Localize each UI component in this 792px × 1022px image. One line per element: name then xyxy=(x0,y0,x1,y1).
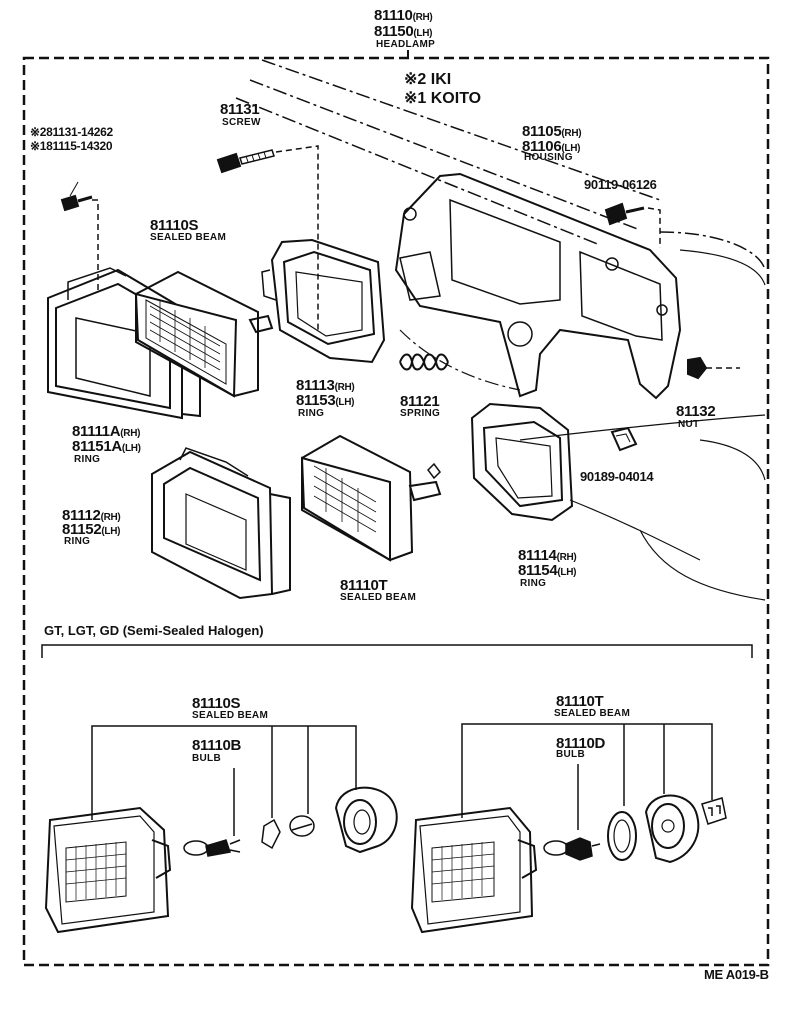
right-bulb-number: 81110D xyxy=(556,735,606,752)
ring-113-name: RING xyxy=(298,408,325,419)
rh-side: (RH) xyxy=(412,12,433,23)
maker-iki: ※2 IKI xyxy=(404,71,452,88)
nut-part-number: 81132 xyxy=(676,403,716,420)
headlamp-rh-part: 81110(RH) xyxy=(374,7,433,24)
clip-icon xyxy=(610,426,638,452)
screw-part-number: 81131 xyxy=(220,101,260,118)
ring-113-rh-label: 81113(RH) xyxy=(296,377,355,394)
housing-rh-label: 81105(RH) xyxy=(522,123,582,140)
sealed-beam-81110t-shape xyxy=(300,434,442,562)
ring-112-name: RING xyxy=(64,536,91,547)
housing-name: HOUSING xyxy=(524,152,573,163)
sealed-beam-s-name: SEALED BEAM xyxy=(150,232,227,243)
semi-sealed-heading: GT, LGT, GD (Semi-Sealed Halogen) xyxy=(44,623,264,638)
nut-icon xyxy=(687,356,708,380)
lh-side: (LH) xyxy=(413,28,433,39)
right-sealed-beam-number: 81110T xyxy=(556,693,604,710)
left-sealed-beam-number: 81110S xyxy=(192,695,241,712)
retainer-ring-right-icon xyxy=(607,811,637,861)
ring-81112-shape xyxy=(151,447,291,600)
headlamp-lh-part: 81150(LH) xyxy=(374,24,432,39)
ring-a-lh-label: 81151A(LH) xyxy=(72,438,141,455)
bolt-icon xyxy=(604,202,645,226)
bolt-part-number: 90119-06126 xyxy=(584,177,657,192)
rh-part-number: 81110 xyxy=(374,7,413,24)
nut-name: NUT xyxy=(678,419,700,430)
screw-name: SCREW xyxy=(222,117,261,128)
maker-koito: ※1 KOITO xyxy=(404,90,482,107)
left-bulb-number: 81110B xyxy=(192,737,242,754)
sealed-beam-81110s-shape xyxy=(134,270,274,398)
left-bulb-name: BULB xyxy=(192,753,221,764)
housing-lh-label: 81106(LH) xyxy=(522,138,581,155)
housing-81105-shape xyxy=(394,172,682,400)
sealed-beam-t-number: 81110T xyxy=(340,577,388,594)
lh-part-number: 81150 xyxy=(374,23,414,40)
ring-113-lh-label: 81153(LH) xyxy=(296,392,355,409)
ring-81114-shape xyxy=(470,402,574,522)
right-bulb-name: BULB xyxy=(556,749,585,760)
ring-114-rh-label: 81114(RH) xyxy=(518,547,577,564)
bulb-81110d-icon xyxy=(543,837,601,861)
screw-alt-2: ※181115-14320 xyxy=(30,139,113,153)
figure-code: ME A019-B xyxy=(704,967,769,982)
connector-icon xyxy=(701,797,727,825)
dust-cover-left-icon xyxy=(334,786,398,854)
screw-alt-1: ※281131-14262 xyxy=(30,125,113,139)
clip-part-number: 90189-04014 xyxy=(580,469,654,484)
ring-a-rh-label: 81111A(RH) xyxy=(72,423,141,440)
ring-81113-shape xyxy=(261,238,386,364)
ring-112-rh-label: 81112(RH) xyxy=(62,507,121,524)
sealed-beam-s-number: 81110S xyxy=(150,217,199,234)
left-sealed-beam-name: SEALED BEAM xyxy=(192,710,269,721)
socket-clip-icon xyxy=(261,818,281,850)
ring-112-lh-label: 81152(LH) xyxy=(62,521,121,538)
screw-icon xyxy=(60,181,93,212)
sealed-beam-t-name: SEALED BEAM xyxy=(340,592,417,603)
dust-cover-right-icon xyxy=(644,794,700,864)
right-sealed-beam-name: SEALED BEAM xyxy=(554,708,631,719)
ring-a-name: RING xyxy=(74,454,101,465)
spring-part-number: 81121 xyxy=(400,393,440,410)
headlamp-name: HEADLAMP xyxy=(376,39,436,50)
spring-icon xyxy=(399,353,449,371)
semi-sealed-headlamp-left-shape xyxy=(44,806,172,934)
bulb-81110b-icon xyxy=(183,839,241,857)
ring-114-lh-label: 81154(LH) xyxy=(518,562,577,579)
screw-81131-icon xyxy=(216,149,275,174)
ring-114-name: RING xyxy=(520,578,547,589)
retainer-ring-icon xyxy=(289,815,315,837)
spring-name: SPRING xyxy=(400,408,441,419)
semi-sealed-headlamp-right-shape xyxy=(410,806,538,934)
